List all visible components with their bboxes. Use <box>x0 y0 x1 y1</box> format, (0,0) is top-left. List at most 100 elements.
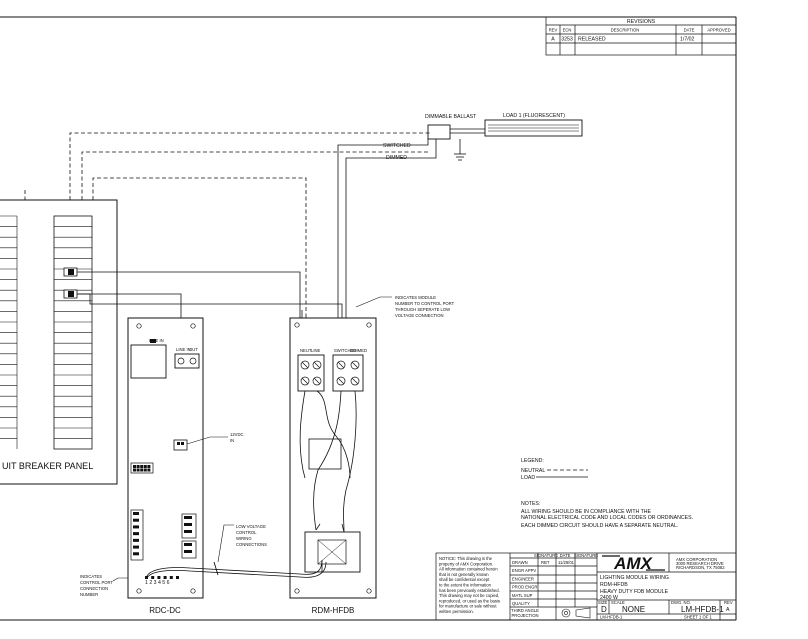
ballast-to-load-wires <box>450 128 485 134</box>
indicates-port-label-4: NUMBER <box>80 592 98 597</box>
notes-line-1: ALL WIRING SHOULD BE IN COMPLIANCE WITH … <box>521 509 652 515</box>
ecn-value: 3253 <box>561 37 573 43</box>
notice-line: for manufacture or sale without <box>439 604 497 609</box>
dimmable-ballast: DIMMABLE BALLAST <box>425 114 477 140</box>
drawn-by: RBT <box>541 560 550 565</box>
rdm-input-terminal <box>297 354 325 392</box>
rdm-switched-label: SWITCHED <box>334 348 356 353</box>
size-value: D <box>601 605 607 614</box>
dc-line-label: LINE IN <box>149 338 164 343</box>
revisions-table: REVISIONS REV ECN DESCRIPTION DATE APPRO… <box>545 16 737 56</box>
fluorescent-load: LOAD 1 (FLUORESCENT) <box>484 113 583 137</box>
rdc-dc-board: LINE IN LINE IN OUT RDC-DC 1 2 3 4 5 6 <box>127 317 204 615</box>
legend-load-label: LOAD <box>521 475 535 481</box>
neutral-wires <box>24 132 430 345</box>
connector-pin <box>143 465 147 468</box>
port-numbers: 1 2 3 4 5 6 <box>145 580 170 586</box>
legend-title: LEGEND: <box>521 458 544 464</box>
size-label: SIZE <box>598 600 608 605</box>
ground-symbol <box>454 139 466 161</box>
amx-logo-text: AMX <box>613 554 653 573</box>
connector-pin <box>133 468 136 472</box>
amx-logo: AMX <box>602 554 665 573</box>
connector-pin <box>133 465 136 468</box>
rdm-output-terminal <box>332 354 364 392</box>
connector-pin <box>147 465 151 468</box>
rev-block-value: A <box>726 607 730 613</box>
indicates-module-line-2: NUMBER TO CONTROL PORT <box>395 301 455 306</box>
connector-pin <box>133 512 139 515</box>
date-value: 1/7/02 <box>680 37 695 43</box>
load-label: LOAD 1 (FLUORESCENT) <box>503 113 565 119</box>
indicates-module-line-4: VOLTAGE CONNECTION <box>395 313 443 318</box>
notes-line-2: NATIONAL ELECTRICAL CODE AND LOCAL CODES… <box>521 515 693 521</box>
connector-pin <box>133 532 139 536</box>
legend: LEGEND: NEUTRAL LOAD <box>521 458 588 481</box>
low-voltage-label-2: CONTROL <box>236 530 257 535</box>
ballast-label: DIMMABLE BALLAST <box>425 114 477 120</box>
connector-pin <box>140 468 144 472</box>
role-label: QUALITY <box>512 601 530 606</box>
dwg-value: LM-HFDB-1 <box>681 605 724 614</box>
rdm-line-label: LINE <box>311 348 321 353</box>
callout-leaders <box>112 296 392 582</box>
line-in-label: LINE IN <box>176 347 191 352</box>
legend-neutral-label: NEUTRAL <box>521 468 545 474</box>
connector-pin <box>136 465 140 468</box>
control-port-pin <box>157 576 161 579</box>
rev-header: REV <box>549 28 558 33</box>
sig-header-3: SIGNATURE <box>574 553 598 558</box>
notes-title: NOTES: <box>521 501 540 507</box>
sig-header-2: DATE <box>560 553 571 558</box>
approved-header: APPROVED <box>707 28 730 33</box>
notice-line: to the extent the information <box>439 583 492 588</box>
projection-line-2: PROJECTION <box>512 613 539 618</box>
title-line-1: LIGHTING MODULE WIRING <box>600 575 669 581</box>
low-voltage-label-3: WIRING <box>236 536 252 541</box>
company-line-3: RICHARDSON, TX 75082 <box>676 565 725 570</box>
role-label: DRAWN <box>512 560 528 565</box>
file-name: LM-HFDB-1 <box>600 615 623 620</box>
notice-line: property of AMX Corporation. <box>439 561 493 566</box>
indicates-port-label-3: CONNECTION <box>80 586 108 591</box>
notice-line: All information contained herein <box>439 567 498 572</box>
rdm-dimmed-label: DIMMED <box>350 348 367 353</box>
scale-value: NONE <box>622 605 645 614</box>
low-voltage-cable <box>146 559 327 579</box>
notice-line: written permission. <box>439 609 474 614</box>
connector-pin <box>184 523 192 526</box>
notes: NOTES: ALL WIRING SHOULD BE IN COMPLIANC… <box>521 501 693 529</box>
drawn-date: 11/29/01 <box>558 560 575 565</box>
indicates-module-line-3: THROUGH SEPERATE LOW <box>395 307 450 312</box>
connector-pin <box>133 545 139 549</box>
notice-line: This drawing may not be copied, <box>439 593 499 598</box>
low-voltage-label-1: LOW VOLTAGE <box>236 524 266 529</box>
connector-pin <box>184 543 192 546</box>
role-label: ENGR APPV <box>512 568 536 573</box>
circuit-breaker-panel: UIT BREAKER PANEL <box>0 199 118 485</box>
low-voltage-label-4: CONNECTIONS <box>236 542 267 547</box>
connector-pin <box>140 465 144 468</box>
control-port-pin <box>176 576 179 579</box>
date-header: DATE <box>684 28 695 33</box>
sig-header-1: SIGNATURE <box>534 553 558 558</box>
projection-line-1: THIRD ANGLE <box>511 608 539 613</box>
vdc-label-2: IN <box>230 438 234 443</box>
connector-pin <box>143 468 147 472</box>
dc-power-jack <box>173 439 188 451</box>
description-header: DESCRIPTION <box>611 28 640 33</box>
notice-line: that is not generally known <box>439 572 489 577</box>
title-line-4: 2400 W <box>600 595 618 601</box>
ecn-header: ECN <box>563 28 572 33</box>
control-port-pin <box>169 576 173 579</box>
dimmed-label: DIMMED <box>386 155 407 161</box>
out-label: OUT <box>189 347 198 352</box>
transformer-block <box>130 344 167 379</box>
indicates-port-label-2: CONTROL PORT <box>80 580 113 585</box>
company-line-1: AMX CORPORATION <box>676 557 717 562</box>
connector-pin <box>147 468 151 472</box>
connector-pin <box>133 552 139 556</box>
